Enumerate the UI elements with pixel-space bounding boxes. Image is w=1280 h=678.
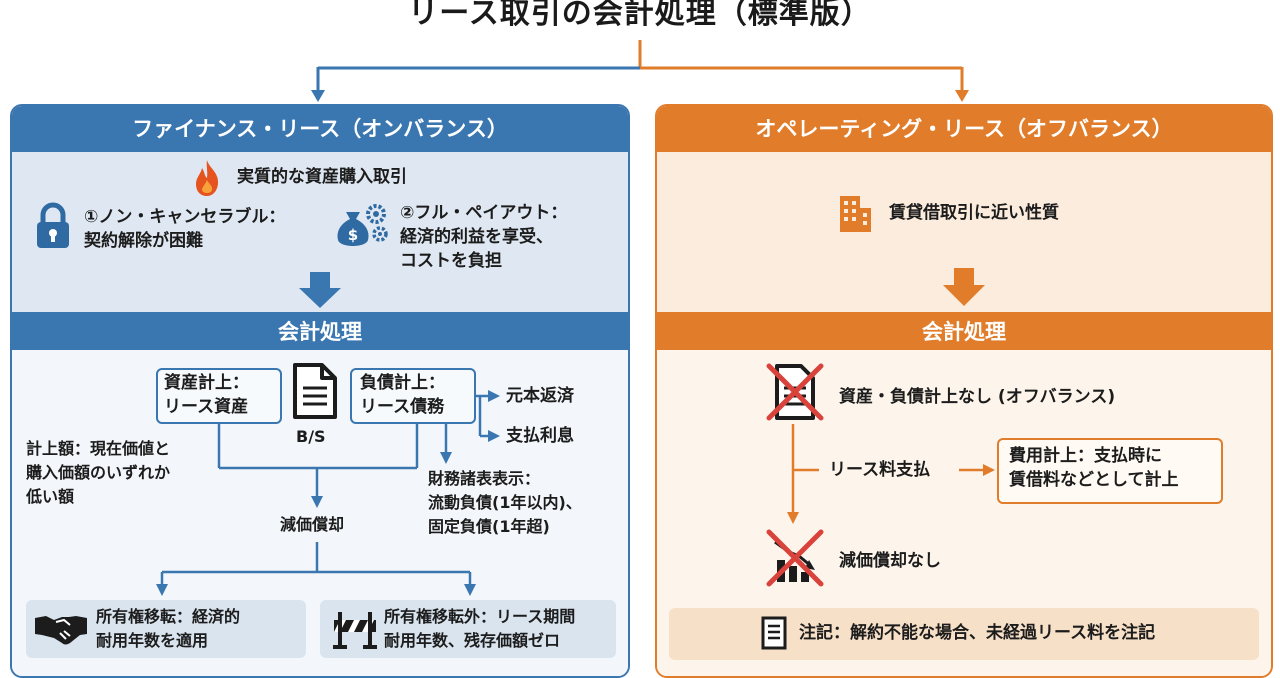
operating-accounting-header: 会計処理 — [657, 312, 1271, 352]
fullpayout-line3: コストを負担 — [400, 251, 502, 271]
statement-line2: 流動負債(1年以内)、 — [428, 493, 582, 512]
no-depreciation-text: 減価償却なし — [839, 551, 941, 571]
fullpayout-line2: 経済的利益を享受、 — [400, 227, 553, 247]
interest-payment: 支払利息 — [506, 426, 574, 446]
finance-essence-text: 実質的な資産購入取引 — [237, 167, 407, 187]
nontransfer-line1: 所有権移転外：リース期間 — [384, 607, 576, 626]
statement-line3: 固定負債(1年超) — [428, 517, 550, 536]
expense-line1: 費用計上：支払時に — [1009, 446, 1162, 466]
noncancelable-line2: 契約解除が困難 — [84, 231, 203, 251]
depreciation-label: 減価償却 — [280, 515, 345, 534]
top-branch-connector — [311, 40, 969, 102]
amount-line1: 計上額：現在価値と — [26, 439, 171, 458]
crossed-document-icon — [766, 363, 824, 421]
operating-essence-text: 賃貸借取引に近い性質 — [889, 203, 1059, 223]
fire-icon — [196, 160, 219, 196]
principal-repayment: 元本返済 — [506, 386, 574, 406]
svg-text:$: $ — [348, 226, 358, 244]
building-icon — [840, 196, 871, 232]
asset-recognition-box — [156, 368, 282, 424]
operating-flow-connectors — [787, 424, 995, 524]
finance-down-arrow — [299, 272, 341, 308]
finance-lease-header: ファイナンス・リース（オンバランス） — [12, 106, 628, 152]
finance-accounting-header: 会計処理 — [12, 312, 628, 352]
document-icon — [293, 363, 337, 419]
operating-down-arrow — [943, 268, 985, 306]
expense-recognition-box — [997, 438, 1223, 504]
bs-label: B/S — [296, 427, 326, 446]
note-icon — [761, 616, 787, 650]
noncancelable-line1: ①ノン・キャンセラブル： — [84, 207, 286, 227]
asset-line1: 資産計上： — [164, 373, 249, 393]
no-recognition-text: 資産・負債計上なし (オフバランス) — [839, 387, 1116, 407]
finance-lease-panel: ファイナンス・リース（オンバランス） 実質的な資産購入取引 ①ノン・キャンセラブ… — [10, 104, 630, 678]
expense-line2: 賃借料などとして計上 — [1009, 470, 1179, 490]
money-gear-icon: $ — [337, 204, 388, 246]
statement-line1: 財務諸表表示： — [428, 469, 541, 488]
amount-line3: 低い額 — [26, 487, 75, 506]
liability-recognition-box — [350, 368, 476, 424]
operating-lease-header: オペレーティング・リース（オフバランス） — [657, 106, 1271, 152]
page-title: リース取引の会計処理（標準版） — [408, 0, 872, 31]
crossed-chart-icon — [766, 529, 824, 587]
finance-flow-connectors — [156, 390, 500, 596]
nontransfer-line2: 耐用年数、残存価額ゼロ — [384, 631, 561, 650]
transfer-line2: 耐用年数を適用 — [96, 631, 209, 650]
amount-line2: 購入価額のいずれか — [26, 463, 171, 482]
note-text: 注記：解約不能な場合、未経過リース料を注記 — [799, 623, 1156, 643]
fullpayout-line1: ②フル・ペイアウト： — [400, 203, 568, 223]
transfer-line1: 所有権移転：経済的 — [96, 607, 241, 626]
lock-icon — [37, 202, 69, 248]
handshake-icon — [35, 616, 87, 645]
liability-line1: 負債計上： — [360, 373, 445, 393]
barrier-icon — [333, 612, 377, 649]
operating-lease-panel: オペレーティング・リース（オフバランス） 賃貸借取引に近い性質 会計処理 資産・… — [655, 104, 1273, 678]
lease-payment-label: リース料支払 — [829, 460, 931, 480]
asset-line2: リース資産 — [164, 397, 249, 417]
liability-line2: リース債務 — [360, 397, 445, 417]
